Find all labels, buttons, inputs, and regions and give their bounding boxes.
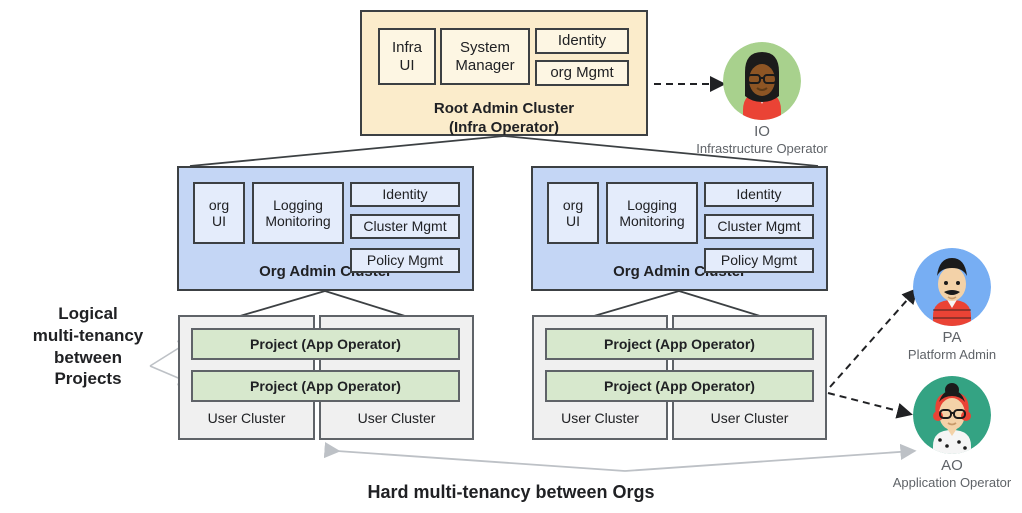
project-right-1[interactable]: Project (App Operator): [545, 328, 814, 360]
org-right-component-cluster-mgmt[interactable]: Cluster Mgmt: [704, 214, 814, 239]
person-pa-avatar: [913, 248, 991, 326]
project-left-1-label: Project (App Operator): [250, 336, 401, 352]
project-left-2-label: Project (App Operator): [250, 378, 401, 394]
root-admin-cluster-title: Root Admin Cluster (Infra Operator): [362, 100, 646, 138]
persona-pa-abbr: PA: [942, 329, 962, 346]
arrow-hard-tenancy-right: [624, 443, 917, 472]
project-left-1[interactable]: Project (App Operator): [191, 328, 460, 360]
persona-ao[interactable]: AO Application Operator: [882, 376, 1022, 490]
person-ao-avatar: [913, 376, 991, 454]
project-left-2[interactable]: Project (App Operator): [191, 370, 460, 402]
project-right-1-label: Project (App Operator): [604, 336, 755, 352]
org-left-component-policy-mgmt[interactable]: Policy Mgmt: [350, 248, 460, 273]
org-right-component-identity-label: Identity: [736, 186, 782, 203]
persona-pa[interactable]: PA Platform Admin: [882, 248, 1022, 362]
root-title-line1: Root Admin Cluster: [433, 100, 575, 117]
root-title-line2: (Infra Operator): [448, 118, 559, 136]
project-right-2[interactable]: Project (App Operator): [545, 370, 814, 402]
org-right-component-cluster-mgmt-label: Cluster Mgmt: [717, 218, 801, 235]
hard-multitenancy-note: Hard multi-tenancy between Orgs: [367, 482, 655, 502]
line-orgleft-to-uc1: [239, 290, 326, 317]
org-left-component-cluster-mgmt-label: Cluster Mgmt: [363, 218, 447, 235]
user-cluster-right-2-label: User Cluster: [710, 409, 789, 426]
arrow-hard-tenancy-left: [323, 442, 626, 472]
line-orgright-to-uc1: [593, 290, 680, 317]
persona-io-abbr: IO: [754, 123, 770, 140]
root-component-identity-label: Identity: [557, 32, 607, 50]
root-component-identity[interactable]: Identity: [535, 28, 629, 54]
persona-ao-abbr: AO: [941, 457, 963, 474]
line-root-to-org-left: [189, 135, 505, 167]
user-cluster-right-1-label: User Cluster: [561, 409, 639, 426]
root-component-org-mgmt[interactable]: org Mgmt: [535, 60, 629, 86]
org-left-component-identity[interactable]: Identity: [350, 182, 460, 207]
persona-pa-role: Platform Admin: [907, 346, 997, 362]
persona-io-role: Infrastructure Operator: [696, 140, 828, 156]
user-cluster-left-1-label: User Cluster: [207, 409, 286, 426]
project-right-2-label: Project (App Operator): [604, 378, 755, 394]
org-left-component-policy-mgmt-label: Policy Mgmt: [366, 252, 444, 269]
org-right-component-policy-mgmt-label: Policy Mgmt: [720, 252, 798, 269]
user-cluster-left-2-label: User Cluster: [357, 409, 436, 426]
person-io-avatar: [723, 42, 801, 120]
org-left-component-cluster-mgmt[interactable]: Cluster Mgmt: [350, 214, 460, 239]
persona-io[interactable]: IO Infrastructure Operator: [692, 42, 832, 156]
org-right-component-policy-mgmt[interactable]: Policy Mgmt: [704, 248, 814, 273]
org-left-component-identity-label: Identity: [382, 186, 428, 203]
org-right-component-identity[interactable]: Identity: [704, 182, 814, 207]
root-component-org-mgmt-label: org Mgmt: [550, 64, 614, 82]
line-orgright-to-uc2: [678, 290, 761, 317]
persona-ao-role: Application Operator: [892, 474, 1012, 490]
line-orgleft-to-uc2: [324, 290, 406, 317]
